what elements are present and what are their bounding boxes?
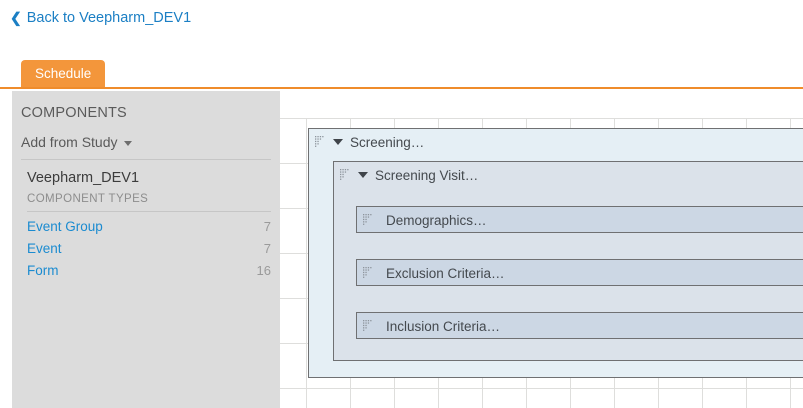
schedule-node-form[interactable]: Demographics… [356, 206, 803, 233]
schedule-node-event-group[interactable]: Screening… Screening Visit… [308, 128, 803, 378]
schedule-node-header[interactable]: Screening… [309, 129, 424, 155]
schedule-canvas[interactable]: Screening… Screening Visit… [280, 91, 803, 408]
component-type-form[interactable]: Form 16 [27, 263, 271, 278]
chevron-left-icon: ❮ [10, 9, 22, 26]
component-type-label: Event Group [27, 219, 103, 234]
drag-handle-icon[interactable] [363, 266, 374, 280]
components-sidebar: COMPONENTS Add from Study Veepharm_DEV1 … [12, 91, 280, 408]
drag-handle-icon[interactable] [363, 213, 374, 227]
component-type-count: 7 [263, 219, 271, 234]
schedule-node-event[interactable]: Screening Visit… Demographics… [333, 161, 803, 361]
add-from-study-dropdown[interactable]: Add from Study [21, 134, 271, 160]
grid-row-line [280, 388, 803, 389]
schedule-node-header[interactable]: Screening Visit… [334, 162, 478, 188]
component-type-count: 7 [263, 241, 271, 256]
schedule-node-form[interactable]: Inclusion Criteria… [356, 312, 803, 339]
schedule-node-label: Inclusion Criteria… [386, 318, 501, 334]
schedule-node-label: Demographics… [386, 212, 487, 228]
add-from-study-label: Add from Study [21, 134, 118, 150]
caret-down-icon [123, 140, 132, 146]
schedule-node-label: Screening… [350, 134, 425, 150]
schedule-node-label: Screening Visit… [375, 167, 479, 183]
grid-column-line [306, 118, 307, 408]
schedule-node-header[interactable]: Demographics… [357, 207, 487, 233]
schedule-node-form[interactable]: Exclusion Criteria… [356, 259, 803, 286]
component-type-label: Form [27, 263, 59, 278]
component-types-label: COMPONENT TYPES [27, 193, 271, 212]
grid-row-line [280, 118, 803, 119]
sidebar-title: COMPONENTS [21, 105, 127, 121]
tab-strip: Schedule [0, 60, 803, 89]
component-type-event[interactable]: Event 7 [27, 241, 271, 256]
collapse-triangle-icon[interactable] [333, 139, 343, 145]
collapse-triangle-icon[interactable] [358, 172, 368, 178]
schedule-node-header[interactable]: Exclusion Criteria… [357, 260, 505, 286]
drag-handle-icon[interactable] [340, 168, 351, 182]
study-name: Veepharm_DEV1 [27, 170, 140, 186]
back-link[interactable]: ❮ Back to Veepharm_DEV1 [10, 10, 191, 26]
drag-handle-icon[interactable] [315, 135, 326, 149]
component-type-event-group[interactable]: Event Group 7 [27, 219, 271, 234]
component-type-label: Event [27, 241, 62, 256]
component-type-count: 16 [256, 263, 271, 278]
top-bar: ❮ Back to Veepharm_DEV1 [0, 0, 803, 40]
schedule-node-header[interactable]: Inclusion Criteria… [357, 313, 500, 339]
tab-schedule[interactable]: Schedule [21, 60, 106, 87]
back-link-label: Back to Veepharm_DEV1 [26, 10, 192, 26]
tab-underline [0, 87, 803, 89]
drag-handle-icon[interactable] [363, 319, 374, 333]
schedule-node-label: Exclusion Criteria… [386, 265, 505, 281]
